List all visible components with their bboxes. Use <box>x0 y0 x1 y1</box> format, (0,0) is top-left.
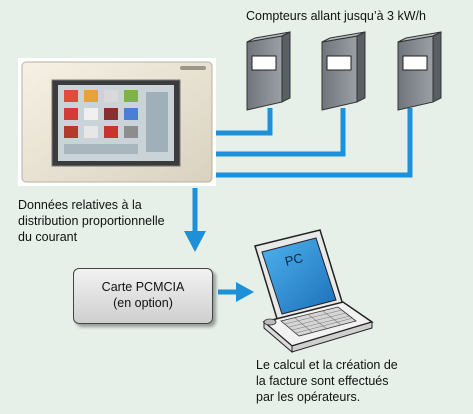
arrow-to-laptop <box>218 282 254 302</box>
meter-connectors <box>215 108 413 178</box>
distribution-caption-line: distribution proportionnelle <box>18 214 165 228</box>
calculation-caption: Le calcul et la création de la facture s… <box>256 357 466 405</box>
meters-caption: Compteurs allant jusqu’à 3 kW/h <box>246 9 426 23</box>
arrow-to-card <box>184 188 206 252</box>
calculation-caption-line: Le calcul et la création de <box>256 358 398 372</box>
control-panel-image <box>18 58 216 186</box>
electricity-meter-1 <box>246 31 291 111</box>
card-subtitle: (en option) <box>113 296 173 310</box>
distribution-caption-line: du courant <box>18 230 78 244</box>
pcmcia-card-box: Carte PCMCIA (en option) <box>73 268 213 324</box>
calculation-caption-line: par les opérateurs. <box>256 390 361 404</box>
distribution-caption-line: Données relatives à la <box>18 198 142 212</box>
panel-screen-buttons <box>64 90 168 154</box>
electricity-meter-2 <box>321 31 366 111</box>
distribution-caption: Données relatives à la distribution prop… <box>18 197 208 245</box>
electricity-meter-3 <box>397 31 442 111</box>
card-title: Carte PCMCIA <box>101 280 185 294</box>
calculation-caption-line: la facture sont effectués <box>256 374 389 388</box>
laptop-pc <box>254 229 374 354</box>
